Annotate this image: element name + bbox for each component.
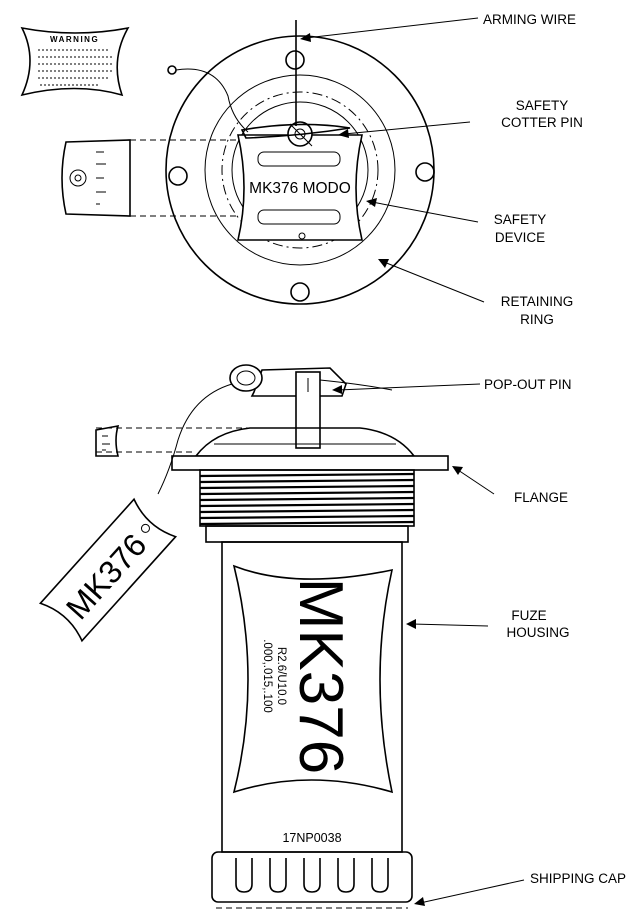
top-plate-marking: MK376 MODO — [249, 180, 351, 197]
top-view: WARNING — [20, 20, 435, 305]
label-housing: HOUSING — [506, 625, 569, 640]
warning-tag: WARNING — [20, 26, 177, 97]
side-leaders — [332, 383, 525, 906]
safety-cotter-pin — [240, 121, 351, 147]
safety-device: MK376 MODO — [236, 134, 364, 241]
label-pop-out-pin: POP-OUT PIN — [484, 377, 572, 392]
label-shipping-cap: SHIPPING CAP — [530, 871, 626, 886]
pop-out-pin — [229, 364, 393, 449]
flange — [171, 455, 449, 471]
label-safety: SAFETY — [516, 98, 569, 113]
label-ring: RING — [520, 312, 554, 327]
threads — [199, 469, 415, 527]
housing-marking-line1: R2.6/U10.0 — [275, 647, 287, 705]
label-flange: FLANGE — [514, 490, 568, 505]
label-retaining: RETAINING — [501, 294, 574, 309]
figure-id: 17NP0038 — [282, 831, 341, 845]
top-leaders — [300, 17, 485, 303]
label-fuze: FUZE — [511, 608, 546, 623]
side-tag — [61, 139, 240, 217]
warning-tag-title: WARNING — [50, 35, 99, 44]
mounting-holes — [168, 50, 435, 302]
side-view: MK376 R2.6/U10.0 .000,.015,.100 17NP0038 — [38, 364, 449, 909]
label-arming-wire: ARMING WIRE — [483, 12, 576, 27]
housing-label: MK376 R2.6/U10.0 .000,.015,.100 — [232, 564, 394, 794]
callout-labels: ARMING WIRE SAFETY COTTER PIN SAFETY DEV… — [483, 12, 626, 886]
label-device: DEVICE — [495, 230, 545, 245]
tag-wire — [175, 68, 249, 133]
housing-marking-line2: .000,.015,.100 — [261, 639, 273, 713]
label-cotter-pin: COTTER PIN — [501, 115, 583, 130]
housing-marking: MK376 — [286, 578, 355, 774]
label-safety-2: SAFETY — [494, 212, 547, 227]
flange-dome — [194, 427, 416, 457]
shipping-cap — [211, 851, 413, 909]
